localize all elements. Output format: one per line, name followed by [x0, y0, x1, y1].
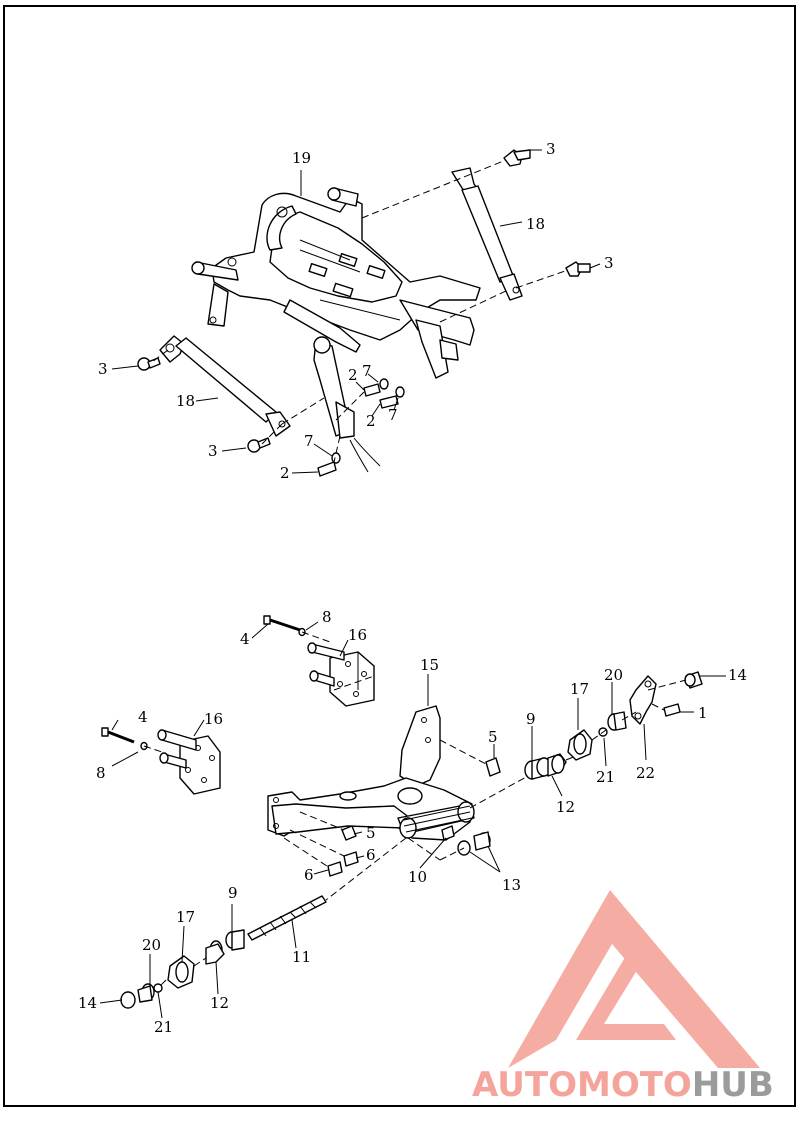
callout-8-lower: 8 — [96, 764, 106, 782]
watermark-wordmark: AUTOMOTOHUB — [472, 1065, 774, 1105]
callout-4-upper: 4 — [240, 630, 250, 648]
logo-triangle — [508, 890, 760, 1068]
callout-3-left: 3 — [98, 360, 108, 378]
callout-11-shaft: 11 — [292, 948, 311, 966]
logo-inner-shape — [576, 932, 700, 1040]
callout-21-left: 21 — [154, 1018, 173, 1036]
callout-7-c: 7 — [304, 432, 314, 450]
callout-2-a: 2 — [348, 366, 358, 384]
upper-callouts: 19 3 18 3 3 18 3 2 7 2 7 7 2 — [98, 140, 614, 482]
diagram-border — [3, 5, 796, 1107]
callout-19-frame: 19 — [292, 149, 311, 167]
callout-17-right: 17 — [570, 680, 589, 698]
mount-plate-upper — [307, 642, 375, 707]
lower-callouts: 8 4 16 15 4 16 8 5 9 12 17 20 14 1 21 22… — [78, 608, 747, 1036]
upper-alignment-lines — [151, 159, 569, 463]
callout-18-right: 18 — [526, 215, 545, 233]
callout-12-left: 12 — [210, 994, 229, 1012]
callout-10: 10 — [408, 868, 427, 886]
callout-7-a: 7 — [362, 362, 372, 380]
callout-15-crossmember: 15 — [420, 656, 439, 674]
lower-alignment-lines — [143, 631, 687, 987]
callout-6-left: 6 — [304, 866, 314, 884]
right-pivot-hardware — [485, 671, 703, 780]
callout-14-right: 14 — [728, 666, 747, 684]
callout-13: 13 — [502, 876, 521, 894]
callout-2-b: 2 — [366, 412, 376, 430]
callout-3-top-right: 3 — [546, 140, 556, 158]
callout-9-right: 9 — [526, 710, 536, 728]
shock-absorber-right — [451, 167, 523, 301]
frame-cradle — [191, 187, 481, 473]
callout-5-upper: 5 — [488, 728, 498, 746]
upper-assembly: 19 3 18 3 3 18 3 2 7 2 7 7 2 — [98, 140, 614, 482]
callout-2-c: 2 — [280, 464, 290, 482]
lower-leaders — [99, 621, 726, 1019]
long-bolts — [101, 615, 306, 751]
callout-5-lower: 5 — [366, 824, 376, 842]
callout-16-upper: 16 — [348, 626, 367, 644]
callout-8-upper: 8 — [322, 608, 332, 626]
pivot-crossmember — [267, 705, 475, 841]
callout-1: 1 — [698, 704, 708, 722]
callout-20-left: 20 — [142, 936, 161, 954]
callout-6-right: 6 — [366, 846, 376, 864]
watermark-moto: MOTO — [577, 1065, 692, 1105]
watermark-auto: AUTO — [472, 1065, 577, 1105]
automotohub-watermark: AUTOMOTOHUB — [472, 890, 774, 1105]
callout-12-right: 12 — [556, 798, 575, 816]
upper-fasteners — [137, 149, 591, 477]
callout-18-left: 18 — [176, 392, 195, 410]
shock-absorber-left — [159, 335, 291, 437]
callout-4-lower: 4 — [138, 708, 148, 726]
pivot-shaft — [120, 895, 327, 1009]
upper-leaders — [111, 149, 601, 474]
lower-assembly: 8 4 16 15 4 16 8 5 9 12 17 20 14 1 21 22… — [78, 608, 747, 1036]
callout-16-lower: 16 — [204, 710, 223, 728]
callout-3-right: 3 — [604, 254, 614, 272]
callout-14-left: 14 — [78, 994, 97, 1012]
callout-20-right: 20 — [604, 666, 623, 684]
callout-21-right: 21 — [596, 768, 615, 786]
callout-7-b: 7 — [388, 406, 398, 424]
callout-22: 22 — [636, 764, 655, 782]
callout-17-left: 17 — [176, 908, 195, 926]
callout-9-left: 9 — [228, 884, 238, 902]
mount-plate-lower — [157, 729, 221, 795]
lower-fasteners — [327, 825, 491, 877]
watermark-logo-mark — [508, 890, 760, 1068]
callout-3-bottom-left: 3 — [208, 442, 218, 460]
watermark-hub: HUB — [692, 1065, 774, 1105]
